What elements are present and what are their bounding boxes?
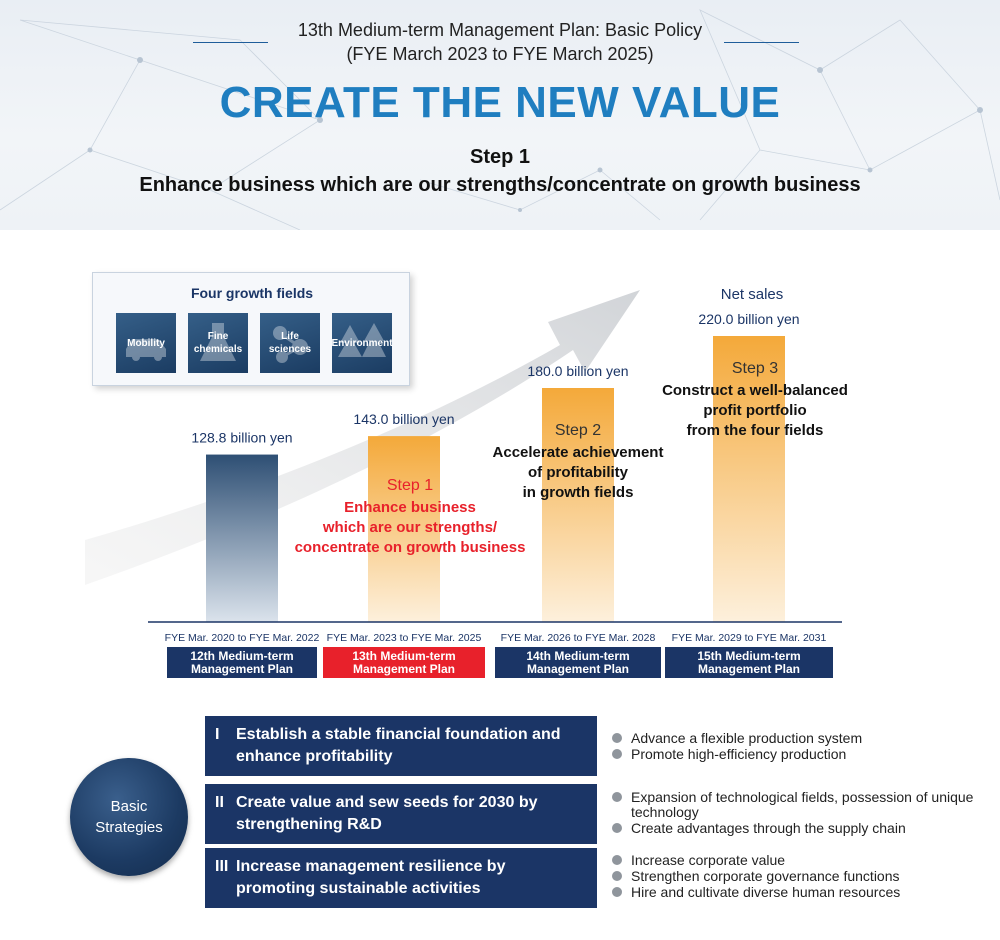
list-item: Advance a flexible production system	[612, 731, 992, 746]
strategy-1: I Establish a stable financial foundatio…	[205, 716, 597, 776]
bullet-dot	[612, 855, 622, 865]
basic-strategies-badge: Basic Strategies	[70, 758, 188, 876]
step-text: of profitability	[528, 464, 629, 481]
step-text: Enhance business	[344, 499, 476, 516]
step-description: Enhance business which are our strengths…	[139, 174, 861, 196]
plan-label: Management Plan	[191, 662, 293, 676]
plan-box	[665, 647, 833, 678]
bullet-dot	[612, 733, 622, 743]
step-text: which are our strengths/	[322, 519, 498, 536]
bar-4	[713, 336, 785, 622]
plan-label: 14th Medium-term	[526, 649, 629, 663]
plan-box	[167, 647, 317, 678]
bullet-dot	[612, 887, 622, 897]
bar-3	[542, 388, 614, 622]
flask-icon	[200, 323, 236, 361]
plan-label: 12th Medium-term	[190, 649, 293, 663]
plan-period: (FYE March 2023 to FYE March 2025)	[346, 44, 654, 64]
growth-fields-title: Four growth fields	[190, 285, 314, 301]
period-label: FYE Mar. 2023 to FYE Mar. 2025	[327, 632, 482, 644]
plan-box	[323, 647, 485, 678]
growth-fields-panel: Four growth fields Mobility Fine chemica…	[92, 272, 410, 386]
bar-1	[206, 454, 278, 622]
strategy-number: III	[215, 858, 229, 875]
growth-field-environment: Environment	[331, 313, 393, 373]
strategy-1-bullets: Advance a flexible production system Pro…	[612, 731, 992, 763]
list-item: Expansion of technological fields, posse…	[612, 790, 992, 820]
strategy-title: Increase management resilience by promot…	[236, 858, 506, 897]
header-band: 13th Medium-term Management Plan: Basic …	[0, 0, 1000, 230]
bullet-dot	[612, 792, 622, 802]
header-rule-left	[193, 42, 268, 43]
strategy-3-bullets: Increase corporate value Strengthen corp…	[612, 853, 992, 901]
list-item: Increase corporate value	[612, 853, 992, 868]
strategy-number: II	[215, 794, 224, 811]
value-label: 220.0 billion yen	[698, 311, 799, 327]
strategy-2: II Create value and sew seeds for 2030 b…	[205, 784, 597, 844]
badge-line-1: Basic	[110, 798, 148, 815]
step-heading: Step 1	[469, 146, 531, 168]
step-text: Accelerate achievement	[493, 444, 664, 461]
period-label: FYE Mar. 2029 to FYE Mar. 2031	[672, 632, 827, 644]
growth-field-label: Life sciences	[268, 331, 312, 355]
period-label: FYE Mar. 2020 to FYE Mar. 2022	[165, 632, 320, 644]
car-icon	[126, 339, 166, 361]
bar-2	[368, 436, 440, 622]
strategy-title: Create value and sew seeds for 2030 by s…	[236, 794, 538, 833]
step-text: in growth fields	[523, 484, 634, 501]
plan-subtitle: 13th Medium-term Management Plan: Basic …	[297, 20, 703, 40]
list-item: Create advantages through the supply cha…	[612, 821, 992, 836]
list-item: Promote high-efficiency production	[612, 747, 992, 762]
strategy-number: I	[215, 726, 220, 743]
bullet-dot	[612, 749, 622, 759]
plan-label: 15th Medium-term	[697, 649, 800, 663]
strategy-2-bullets: Expansion of technological fields, posse…	[612, 790, 992, 837]
badge-line-2: Strategies	[95, 819, 163, 836]
page-title: CREATE THE NEW VALUE	[219, 78, 781, 127]
step-text: profit portfolio	[703, 402, 806, 419]
growth-field-life-sciences: Life sciences	[260, 313, 320, 373]
value-label: 180.0 billion yen	[527, 363, 628, 379]
strategy-3: III Increase management resilience by pr…	[205, 848, 597, 908]
list-item: Hire and cultivate diverse human resourc…	[612, 885, 992, 900]
step-text: Construct a well-balanced	[662, 382, 848, 399]
list-item: Strengthen corporate governance function…	[612, 869, 992, 884]
growth-field-fine-chemicals: Fine chemicals	[188, 313, 248, 373]
step-text: from the four fields	[687, 422, 824, 439]
growth-field-label: Mobility	[127, 337, 165, 349]
header-rule-right	[724, 42, 799, 43]
growth-field-mobility: Mobility	[116, 313, 176, 373]
step-label: Step 3	[732, 360, 778, 377]
growth-field-label: Environment	[331, 337, 393, 349]
value-label: 128.8 billion yen	[191, 430, 292, 446]
net-sales-label: Net sales	[721, 286, 784, 303]
plan-label: 13th Medium-term	[352, 649, 455, 663]
strategy-title: Establish a stable financial foundation …	[236, 726, 561, 765]
step-text: concentrate on growth business	[295, 539, 526, 556]
network-background	[0, 9, 1000, 230]
step-label: Step 1	[387, 477, 433, 494]
step-label: Step 2	[555, 422, 601, 439]
molecule-icon	[273, 326, 308, 363]
growth-field-label: Fine chemicals	[193, 331, 243, 355]
bullet-dot	[612, 823, 622, 833]
plan-label: Management Plan	[527, 662, 629, 676]
plan-box	[495, 647, 661, 678]
bullet-dot	[612, 871, 622, 881]
plan-label: Management Plan	[353, 662, 455, 676]
period-label: FYE Mar. 2026 to FYE Mar. 2028	[501, 632, 656, 644]
trees-icon	[338, 323, 386, 357]
value-label: 143.0 billion yen	[353, 411, 454, 427]
plan-label: Management Plan	[698, 662, 800, 676]
